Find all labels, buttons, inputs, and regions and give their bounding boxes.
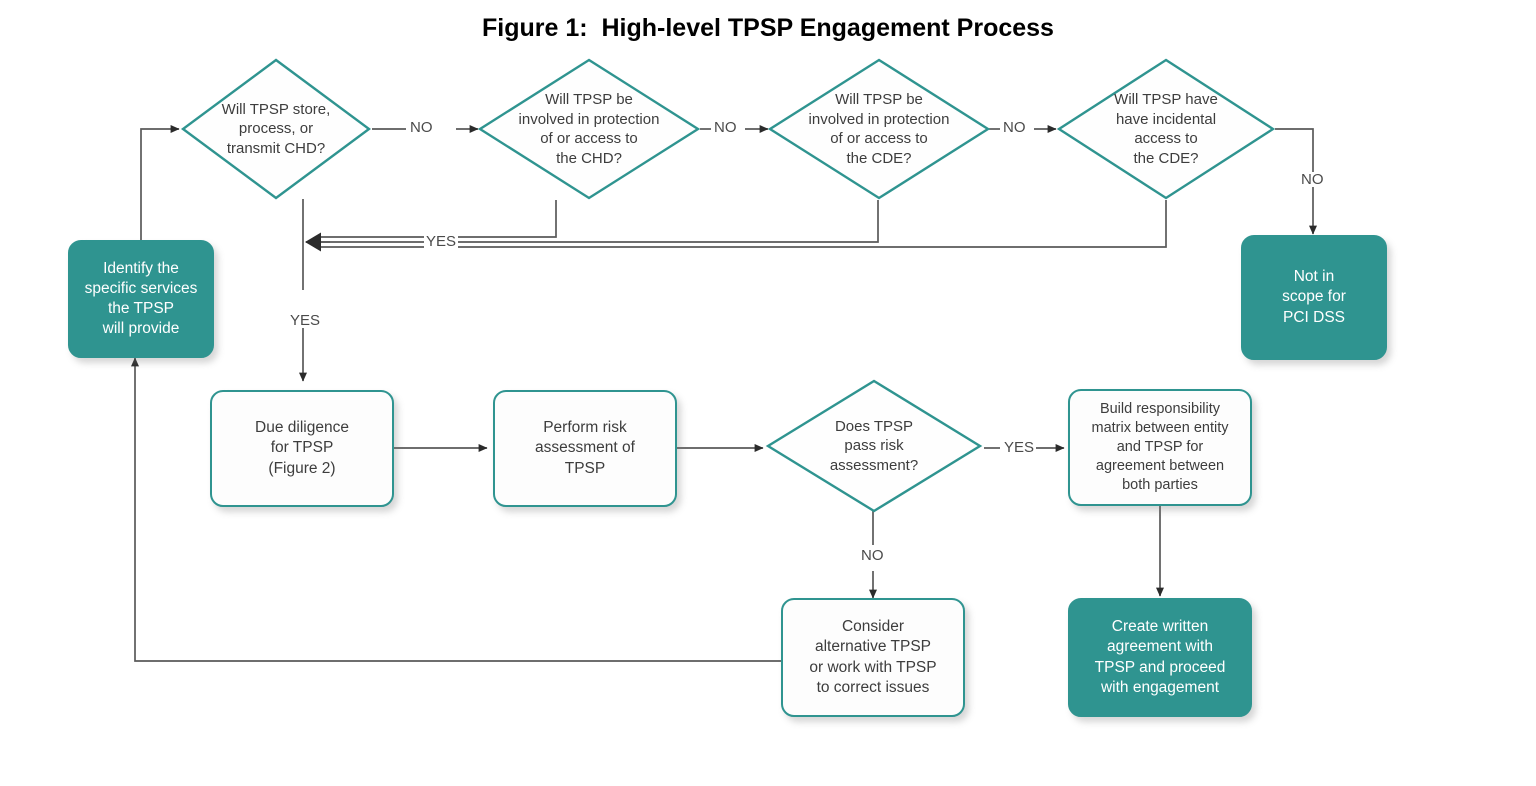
edge-label-no-right: NO <box>1299 171 1326 188</box>
wire-yes-d4 <box>318 200 1167 248</box>
diamond-shape-3 <box>767 58 991 200</box>
node-identify-services-label: Identify the specific services the TPSP … <box>84 259 198 338</box>
node-decision-protect-chd-label: Will TPSP be involved in protection of o… <box>518 91 660 167</box>
edge-label-yes-pass: YES <box>1002 439 1037 456</box>
node-decision-protect-chd[interactable]: Will TPSP be involved in protection of o… <box>477 57 701 201</box>
wire-loopback <box>131 357 781 662</box>
edge-label-yes-down: YES <box>288 312 323 329</box>
wire-yes-d3 <box>318 200 879 243</box>
node-decision-protect-cde-label: Will TPSP be involved in protection of o… <box>808 91 950 167</box>
edge-label-yes-merge: YES <box>424 233 459 250</box>
node-responsibility-matrix-label: Build responsibility matrix between enti… <box>1091 401 1229 493</box>
node-due-diligence-label: Due diligence for TPSP (Figure 2) <box>255 419 349 477</box>
node-risk-assessment-label: Perform risk assessment of TPSP <box>535 419 635 477</box>
edge-label-no-3: NO <box>1001 119 1028 136</box>
wire-yes-d2 <box>318 200 557 238</box>
node-decision-pass-risk-label: Does TPSP pass risk assessment? <box>829 417 919 474</box>
node-responsibility-matrix[interactable]: Build responsibility matrix between enti… <box>1068 389 1252 506</box>
diamond-shape-4 <box>1056 58 1276 200</box>
diamond-shape-2 <box>477 58 701 200</box>
edge-label-no-1: NO <box>408 119 435 136</box>
node-decision-protect-cde[interactable]: Will TPSP be involved in protection of o… <box>767 57 991 201</box>
edge-label-no-fail: NO <box>859 547 886 564</box>
diamond-shape-5 <box>765 379 983 513</box>
node-risk-assessment[interactable]: Perform risk assessment of TPSP <box>493 390 677 507</box>
wire-no-right <box>1275 128 1317 235</box>
node-consider-alternative-label: Consider alternative TPSP or work with T… <box>809 618 937 696</box>
node-decision-store-process[interactable]: Will TPSP store, process, or transmit CH… <box>180 57 372 201</box>
node-identify-services[interactable]: Identify the specific services the TPSP … <box>68 240 214 358</box>
node-not-in-scope-label: Not in scope for PCI DSS <box>1282 268 1346 326</box>
node-due-diligence[interactable]: Due diligence for TPSP (Figure 2) <box>210 390 394 507</box>
edge-label-no-2: NO <box>712 119 739 136</box>
node-written-agreement-label: Create written agreement with TPSP and p… <box>1094 618 1226 696</box>
figure-title: Figure 1: High-level TPSP Engagement Pro… <box>482 14 1054 42</box>
node-written-agreement[interactable]: Create written agreement with TPSP and p… <box>1068 598 1252 717</box>
node-decision-pass-risk[interactable]: Does TPSP pass risk assessment? <box>765 378 983 514</box>
node-decision-incidental-cde-label: Will TPSP have have incidental access to… <box>1114 91 1218 167</box>
diamond-shape-1 <box>180 58 372 200</box>
wire-identify-to-d1 <box>140 125 180 241</box>
node-not-in-scope[interactable]: Not in scope for PCI DSS <box>1241 235 1387 360</box>
node-decision-store-process-label: Will TPSP store, process, or transmit CH… <box>221 100 331 157</box>
node-consider-alternative[interactable]: Consider alternative TPSP or work with T… <box>781 598 965 717</box>
node-decision-incidental-cde[interactable]: Will TPSP have have incidental access to… <box>1056 57 1276 201</box>
